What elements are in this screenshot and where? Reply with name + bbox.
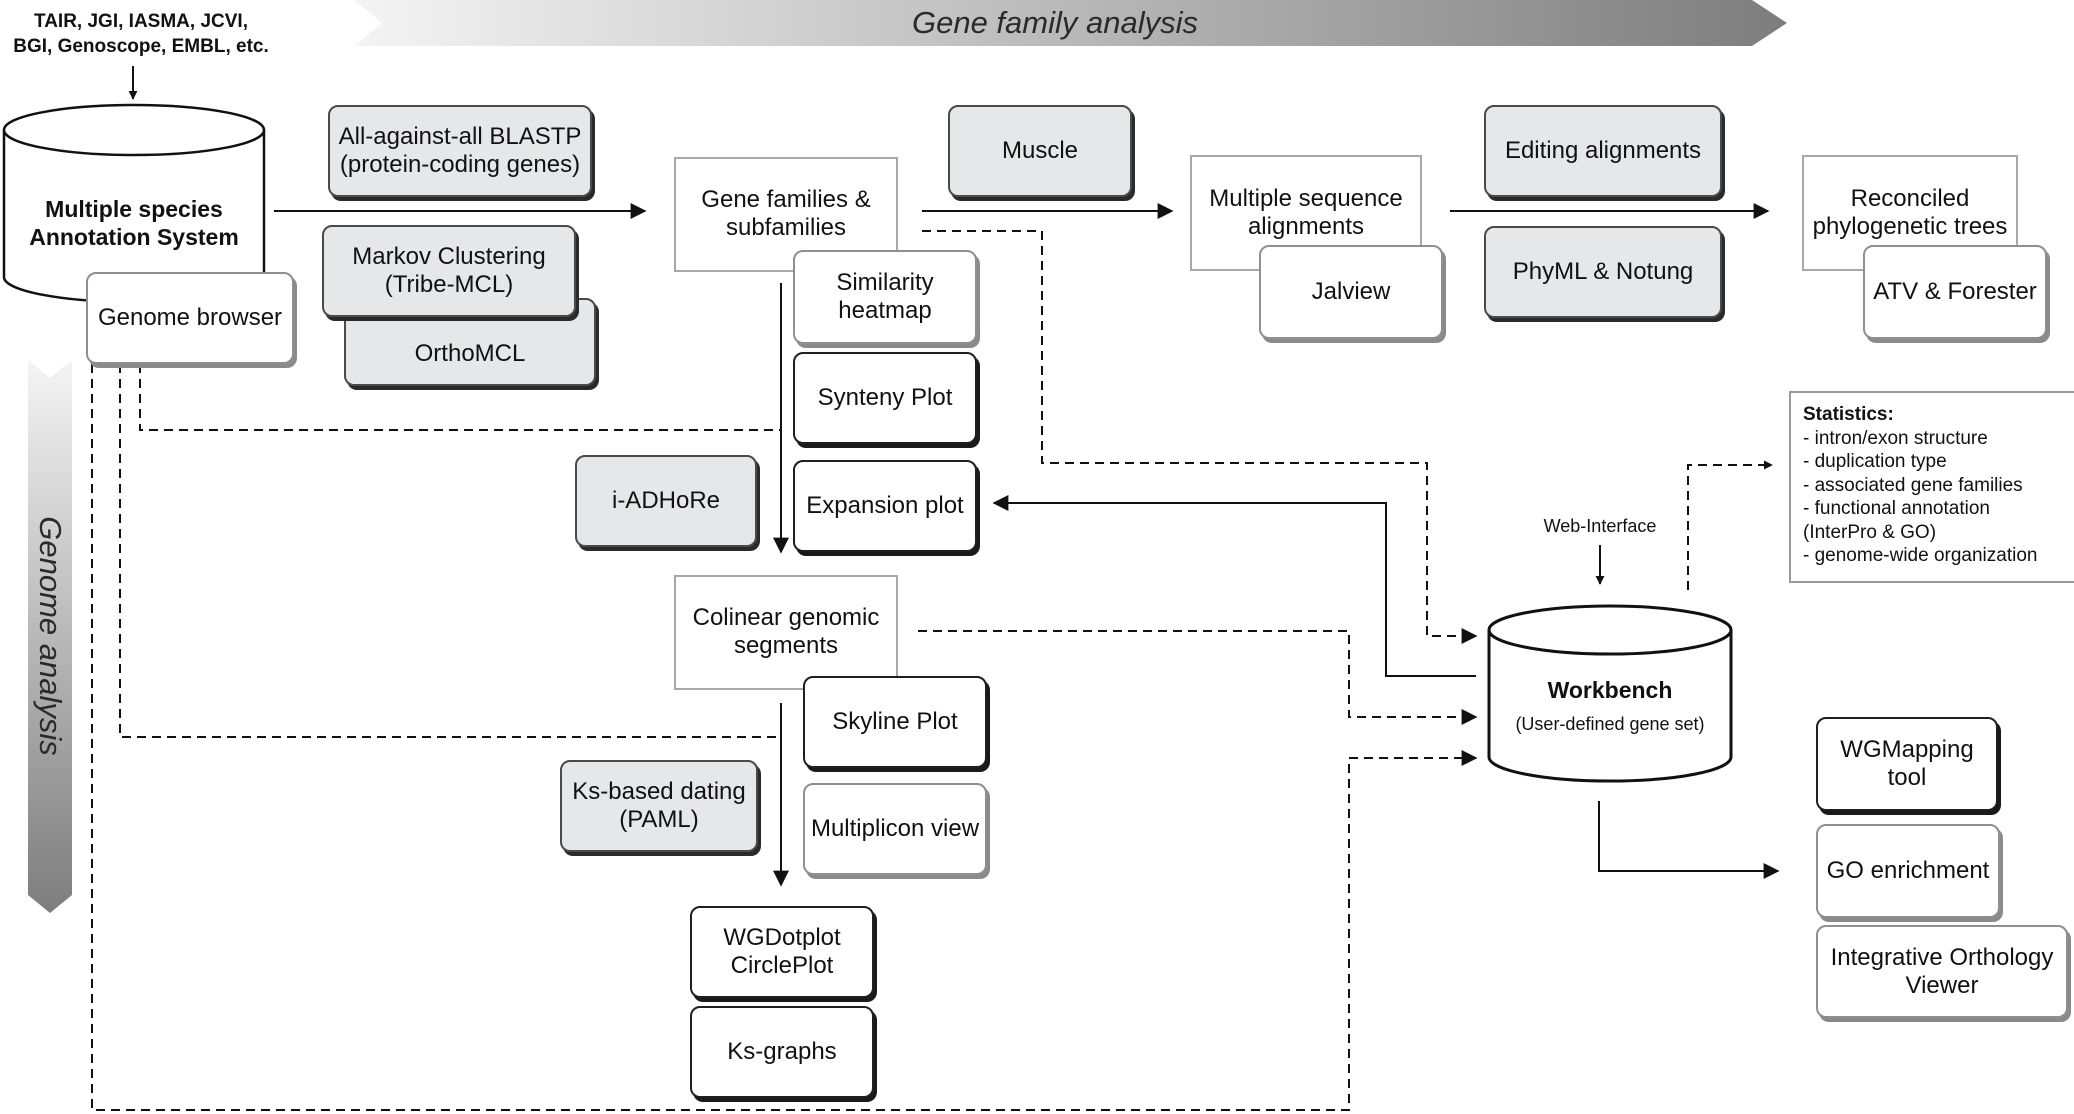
genome-banner-arrow — [28, 360, 72, 913]
atv-forester-box: ATV & Forester — [1863, 245, 2047, 339]
multiplicon-view-box: Multiplicon view — [803, 783, 987, 875]
synteny-plot-box: Synteny Plot — [793, 352, 977, 444]
ks-graphs-box: Ks-graphs — [690, 1006, 874, 1098]
annotation-system-cylinder — [2, 103, 266, 304]
blastp-box: All-against-all BLASTP (protein-coding g… — [328, 105, 592, 197]
data-sources-label: TAIR, JGI, IASMA, JCVI, BGI, Genoscope, … — [13, 11, 269, 57]
wgmapping-tool-box: WGMapping tool — [1816, 717, 1998, 811]
statistics-item: - functional annotation (InterPro & GO) — [1803, 498, 1990, 543]
colinear-segments-box: Colinear genomic segments — [674, 575, 898, 690]
muscle-box: Muscle — [948, 105, 1132, 197]
statistics-box: Statistics: - intron/exon structure - du… — [1789, 391, 2074, 583]
workbench-title: Workbench — [1547, 677, 1673, 703]
gene-family-banner-arrow — [354, 0, 1787, 46]
go-enrichment-box: GO enrichment — [1816, 824, 2000, 918]
statistics-item: - associated gene families — [1803, 474, 2023, 496]
integrative-orthology-viewer-box: Integrative Orthology Viewer — [1816, 925, 2068, 1018]
similarity-heatmap-box: Similarity heatmap — [793, 250, 977, 344]
genome-analysis-banner: Genome analysis — [33, 516, 68, 756]
markov-clustering-box: Markov Clustering (Tribe-MCL) — [322, 225, 576, 317]
annotation-system-label: Multiple species Annotation System — [29, 196, 239, 250]
phyml-notung-box: PhyML & Notung — [1484, 226, 1722, 318]
iadhore-box: i-ADHoRe — [575, 455, 757, 547]
jalview-box: Jalview — [1259, 245, 1443, 339]
expansion-plot-box: Expansion plot — [793, 460, 977, 552]
statistics-item: - duplication type — [1803, 451, 1947, 472]
skyline-plot-box: Skyline Plot — [803, 676, 987, 768]
gene-family-analysis-banner: Gene family analysis — [911, 5, 1198, 40]
workbench-subtitle: (User-defined gene set) — [1515, 714, 1705, 734]
wgdotplot-circleplot-box: WGDotplot CirclePlot — [690, 906, 874, 998]
workbench-cylinder — [1487, 604, 1733, 783]
statistics-item: - intron/exon structure — [1803, 427, 1988, 449]
ks-dating-box: Ks-based dating (PAML) — [560, 760, 758, 852]
genome-browser-box: Genome browser — [86, 272, 294, 364]
statistics-item: - genome-wide organization — [1803, 545, 2038, 566]
editing-alignments-box: Editing alignments — [1484, 105, 1722, 197]
statistics-title: Statistics: — [1803, 404, 1894, 425]
web-interface-label: Web-Interface — [1543, 516, 1657, 536]
